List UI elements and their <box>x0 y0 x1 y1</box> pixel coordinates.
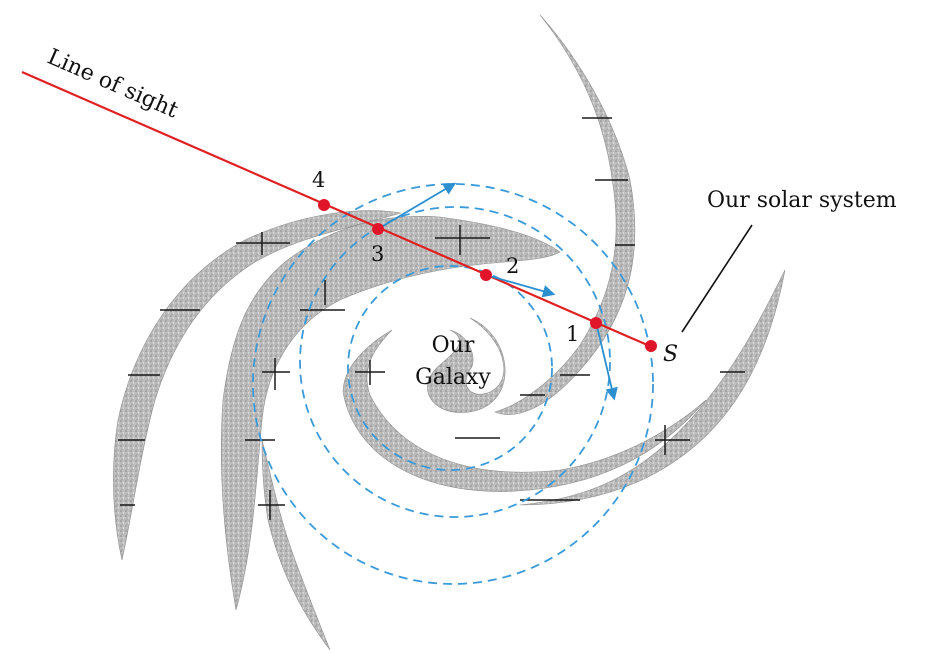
solar-system-pointer <box>681 224 753 333</box>
orbit-2 <box>299 206 611 518</box>
spiral-arm-northwest <box>113 210 402 561</box>
galaxy-label-line2: Galaxy <box>415 365 491 390</box>
velocity-arrow-2 <box>485 274 556 298</box>
velocity-arrow-3 <box>377 182 457 230</box>
point-3-label: 3 <box>371 242 384 266</box>
point-1-marker <box>590 317 602 329</box>
point-4-label: 4 <box>312 168 325 192</box>
spiral-arm-east <box>519 269 786 506</box>
spiral-arms <box>113 14 786 651</box>
sight-points <box>318 199 657 352</box>
galaxy-label-line1: Our <box>432 333 475 358</box>
point-1-label: 1 <box>566 322 579 346</box>
velocity-arrow-1 <box>595 321 618 401</box>
point-4-marker <box>318 199 330 211</box>
sun-marker <box>645 340 657 352</box>
point-3-marker <box>372 223 384 235</box>
point-2-marker <box>480 269 492 281</box>
orbit-1 <box>252 183 654 585</box>
spiral-arm-southwest <box>261 439 331 651</box>
point-2-label: 2 <box>506 254 519 278</box>
sun-label: S <box>663 342 678 367</box>
orbits <box>252 183 654 585</box>
orbit-3 <box>347 265 553 471</box>
solar-system-label: Our solar system <box>707 188 897 213</box>
spiral-arm-south <box>342 329 707 492</box>
spiral-arm-northeast <box>494 14 636 415</box>
spiral-arm-inner <box>427 317 506 413</box>
line-of-sight <box>21 70 653 349</box>
velocity-arrows <box>377 182 618 401</box>
arm-grid-ticks <box>118 117 745 520</box>
